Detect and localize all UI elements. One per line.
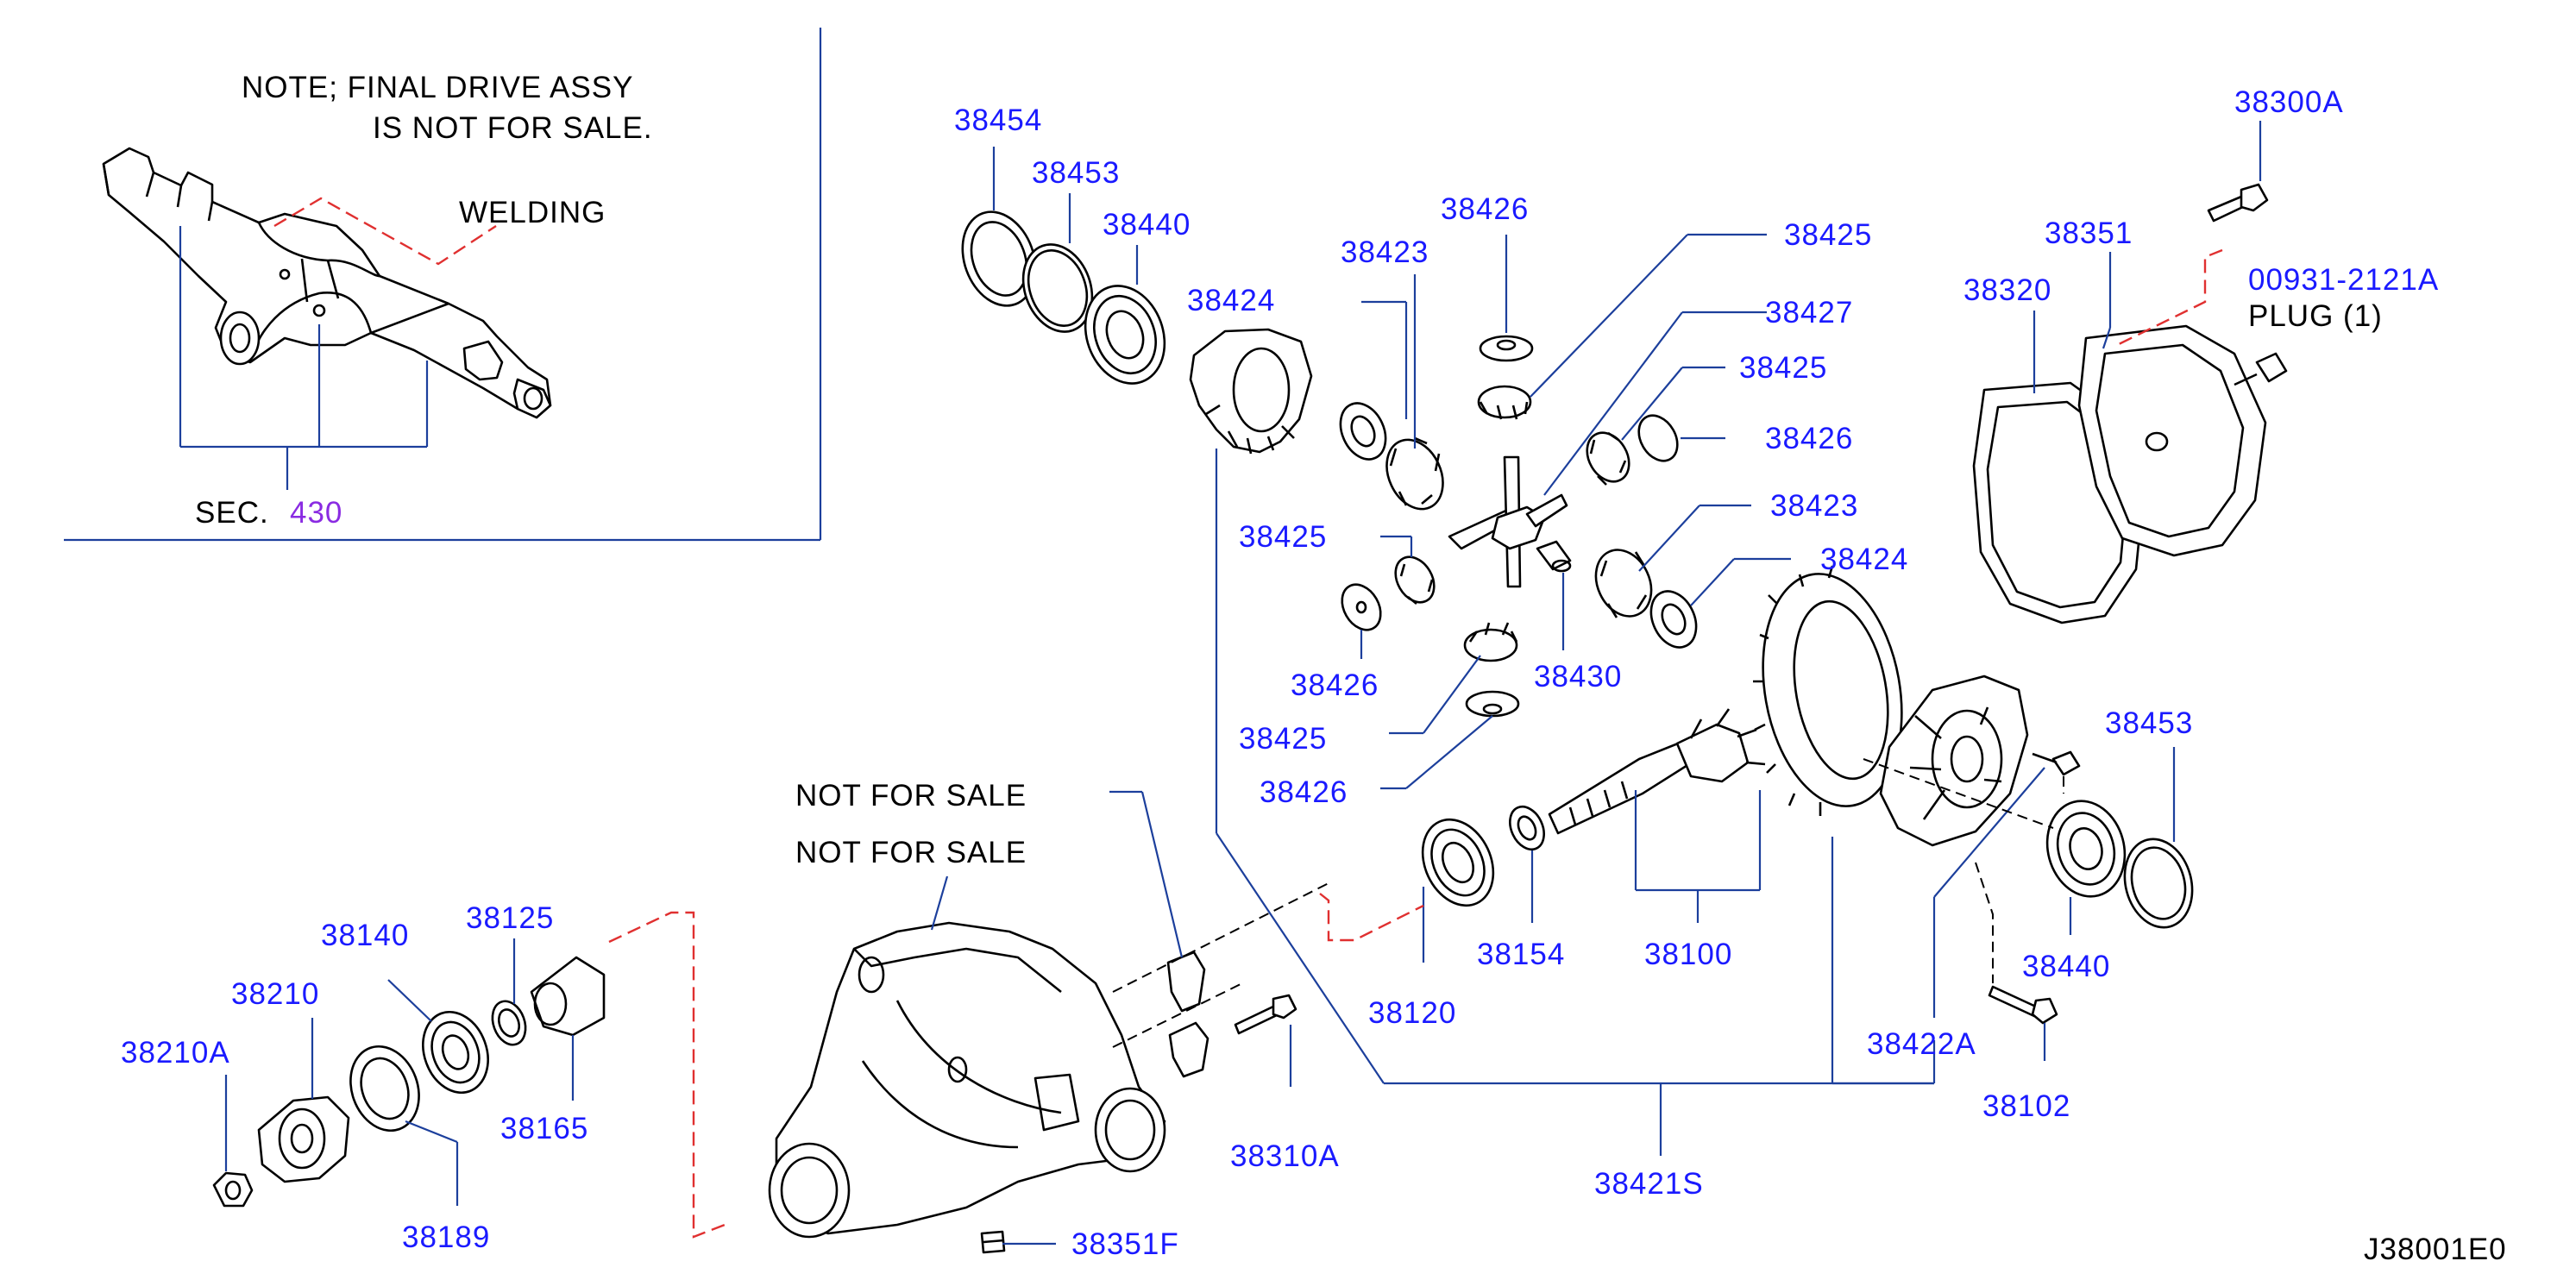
label-38454[interactable]: 38454 [954, 104, 1042, 137]
label-38427[interactable]: 38427 [1765, 296, 1853, 329]
section-prefix: SEC. [195, 496, 269, 530]
note-text-line2: IS NOT FOR SALE. [373, 111, 653, 145]
label-38125[interactable]: 38125 [466, 901, 554, 935]
ring-gear-38100 [1753, 565, 1903, 816]
label-38430[interactable]: 38430 [1534, 660, 1622, 693]
lock-pin-38430 [1536, 540, 1572, 573]
thrust-washer-38426-bottom [1465, 690, 1520, 718]
plug-00931-2121A [2234, 352, 2288, 386]
label-38154[interactable]: 38154 [1477, 938, 1565, 971]
label-38426[interactable]: 38426 [1291, 668, 1379, 702]
pinion-mate-shaft-38427 [1448, 455, 1568, 588]
differential-case-38421S-right [1879, 675, 2029, 847]
inset-frame [64, 28, 822, 542]
drive-pinion-38100 [1548, 708, 1766, 835]
label-38424[interactable]: 38424 [1187, 284, 1275, 317]
part-number-labels: 38454 38453 38440 38424 38423 38426 3842… [121, 85, 2439, 1261]
oil-seal-38454 [961, 210, 1037, 307]
label-38426[interactable]: 38426 [1260, 775, 1348, 809]
companion-flange-38210 [257, 1095, 350, 1183]
diagram-code: J38001E0 [2364, 1233, 2507, 1266]
bolt-38422A [2032, 750, 2081, 776]
pinion-gear-38425-right [1586, 431, 1630, 486]
label-38453[interactable]: 38453 [1032, 156, 1120, 190]
bearing-caps [1166, 951, 1209, 1078]
thrust-washer-38426-left [1341, 583, 1382, 631]
bearing-38440 [1084, 285, 1166, 385]
label-00931-2121A[interactable]: 00931-2121A [2248, 263, 2439, 297]
label-38300A[interactable]: 38300A [2234, 85, 2344, 119]
label-38100[interactable]: 38100 [1644, 938, 1732, 971]
differential-case-38424 [1189, 328, 1313, 455]
label-38320[interactable]: 38320 [1963, 273, 2051, 307]
oil-seal-38165 [530, 956, 606, 1037]
shim-38453-right [2123, 838, 2194, 929]
label-38310A[interactable]: 38310A [1230, 1139, 1340, 1173]
side-gear-thrust-washer-38423-left [1339, 402, 1387, 461]
plug-quantity-label: PLUG (1) [2248, 299, 2383, 333]
bearing-38140 [422, 1010, 489, 1095]
label-38453[interactable]: 38453 [2105, 706, 2193, 740]
spacer-38154 [1509, 805, 1545, 851]
bearing-38120 [1421, 818, 1495, 907]
label-38102[interactable]: 38102 [1982, 1089, 2070, 1123]
pinion-gear-38425-left [1394, 555, 1436, 605]
not-for-sale-note-1: NOT FOR SALE [795, 779, 1027, 813]
drain-plug-38351F [980, 1230, 1006, 1254]
final-drive-housing [768, 921, 1166, 1239]
label-38351F[interactable]: 38351F [1071, 1227, 1179, 1261]
label-38425[interactable]: 38425 [1739, 351, 1827, 385]
label-38423[interactable]: 38423 [1341, 235, 1429, 269]
leader-lines [224, 121, 2262, 1245]
not-for-sale-note-2: NOT FOR SALE [795, 836, 1027, 869]
bolt-38102 [1988, 985, 2058, 1025]
label-38425[interactable]: 38425 [1239, 520, 1327, 554]
label-38120[interactable]: 38120 [1368, 996, 1456, 1030]
label-38210A[interactable]: 38210A [121, 1036, 230, 1070]
pinion-mate-gear-38425-top [1477, 385, 1532, 420]
label-38189[interactable]: 38189 [402, 1220, 490, 1254]
thrust-washer-38426-right [1637, 414, 1679, 462]
side-gear-thrust-washer-38424-right [1649, 590, 1698, 649]
label-38426[interactable]: 38426 [1765, 422, 1853, 455]
inset-leaders [179, 197, 497, 490]
welding-label: WELDING [459, 196, 606, 229]
assembly-guide-lines [608, 248, 2223, 1239]
side-gear-38423-right [1594, 549, 1653, 618]
label-38423[interactable]: 38423 [1770, 489, 1858, 523]
note-text-line1: NOTE; FINAL DRIVE ASSY [242, 71, 633, 104]
rear-cover-38351 [2077, 324, 2267, 557]
section-430-link[interactable]: 430 [290, 496, 342, 530]
label-38165[interactable]: 38165 [500, 1112, 588, 1145]
label-38424[interactable]: 38424 [1820, 543, 1908, 576]
label-38440[interactable]: 38440 [1103, 208, 1191, 242]
nut-38210A [212, 1171, 254, 1208]
thrust-washer-38426-top [1479, 335, 1534, 362]
oil-seal-38189 [349, 1045, 420, 1133]
bolt-38300A [2207, 183, 2269, 223]
rear-axle-assembly-illustration [102, 147, 552, 419]
collapsible-spacer-38125 [491, 1000, 527, 1046]
label-38210[interactable]: 38210 [231, 977, 319, 1011]
side-gear-38423-left [1385, 436, 1444, 511]
label-38425[interactable]: 38425 [1239, 722, 1327, 756]
label-38425[interactable]: 38425 [1784, 218, 1872, 252]
pinion-gear-38425-bottom [1463, 622, 1518, 662]
bolt-38310A [1234, 994, 1297, 1035]
bearing-38440-right [2045, 800, 2127, 898]
shim-38453 [1021, 243, 1094, 333]
label-38140[interactable]: 38140 [321, 919, 409, 952]
label-38421S[interactable]: 38421S [1594, 1167, 1704, 1201]
label-38426[interactable]: 38426 [1441, 192, 1529, 226]
label-38351[interactable]: 38351 [2045, 216, 2133, 250]
label-38422A[interactable]: 38422A [1867, 1027, 1976, 1061]
label-38440[interactable]: 38440 [2022, 950, 2110, 983]
